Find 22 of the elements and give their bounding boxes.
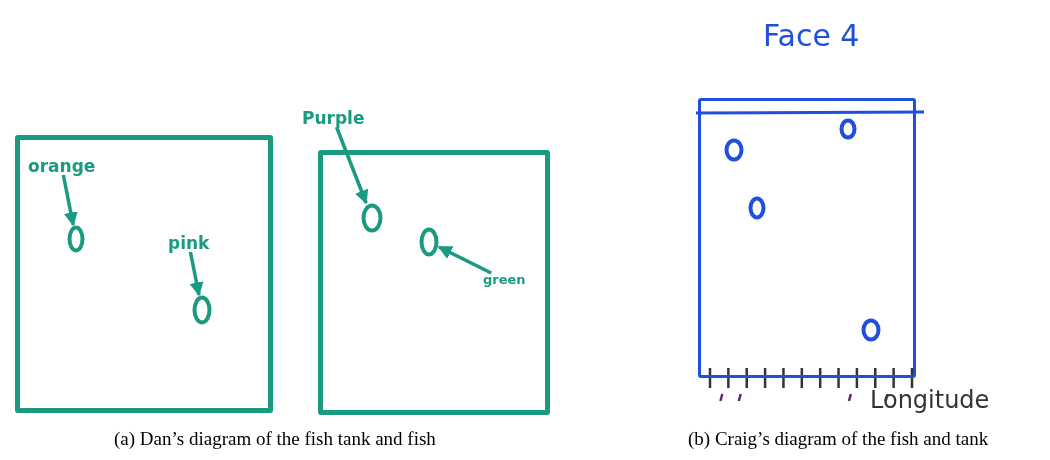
axis-label: Longitude	[870, 386, 990, 414]
fish-circle	[67, 225, 85, 253]
arrow	[437, 245, 493, 275]
fish-circle	[192, 295, 212, 325]
fish-circle	[361, 203, 383, 233]
arrow	[188, 251, 204, 297]
figure-caption: (a) Dan’s diagram of the fish tank and fish	[114, 428, 436, 450]
fish-circle	[748, 196, 766, 220]
fish-circle	[861, 318, 881, 342]
fish-circle	[724, 138, 744, 162]
fish-circle	[419, 227, 439, 257]
arrow	[334, 126, 369, 205]
tank-heading: Face 4	[763, 21, 860, 51]
arrow	[61, 174, 78, 227]
fish-label: pink	[168, 235, 210, 252]
fish-label: Purple	[302, 110, 365, 127]
tank-outline	[15, 135, 273, 413]
fish-label: green	[483, 273, 526, 286]
figure-caption: (b) Craig’s diagram of the fish and tank	[688, 428, 989, 450]
fish-label: orange	[28, 158, 96, 175]
tank-outline	[318, 150, 550, 415]
fish-circle	[839, 118, 857, 140]
